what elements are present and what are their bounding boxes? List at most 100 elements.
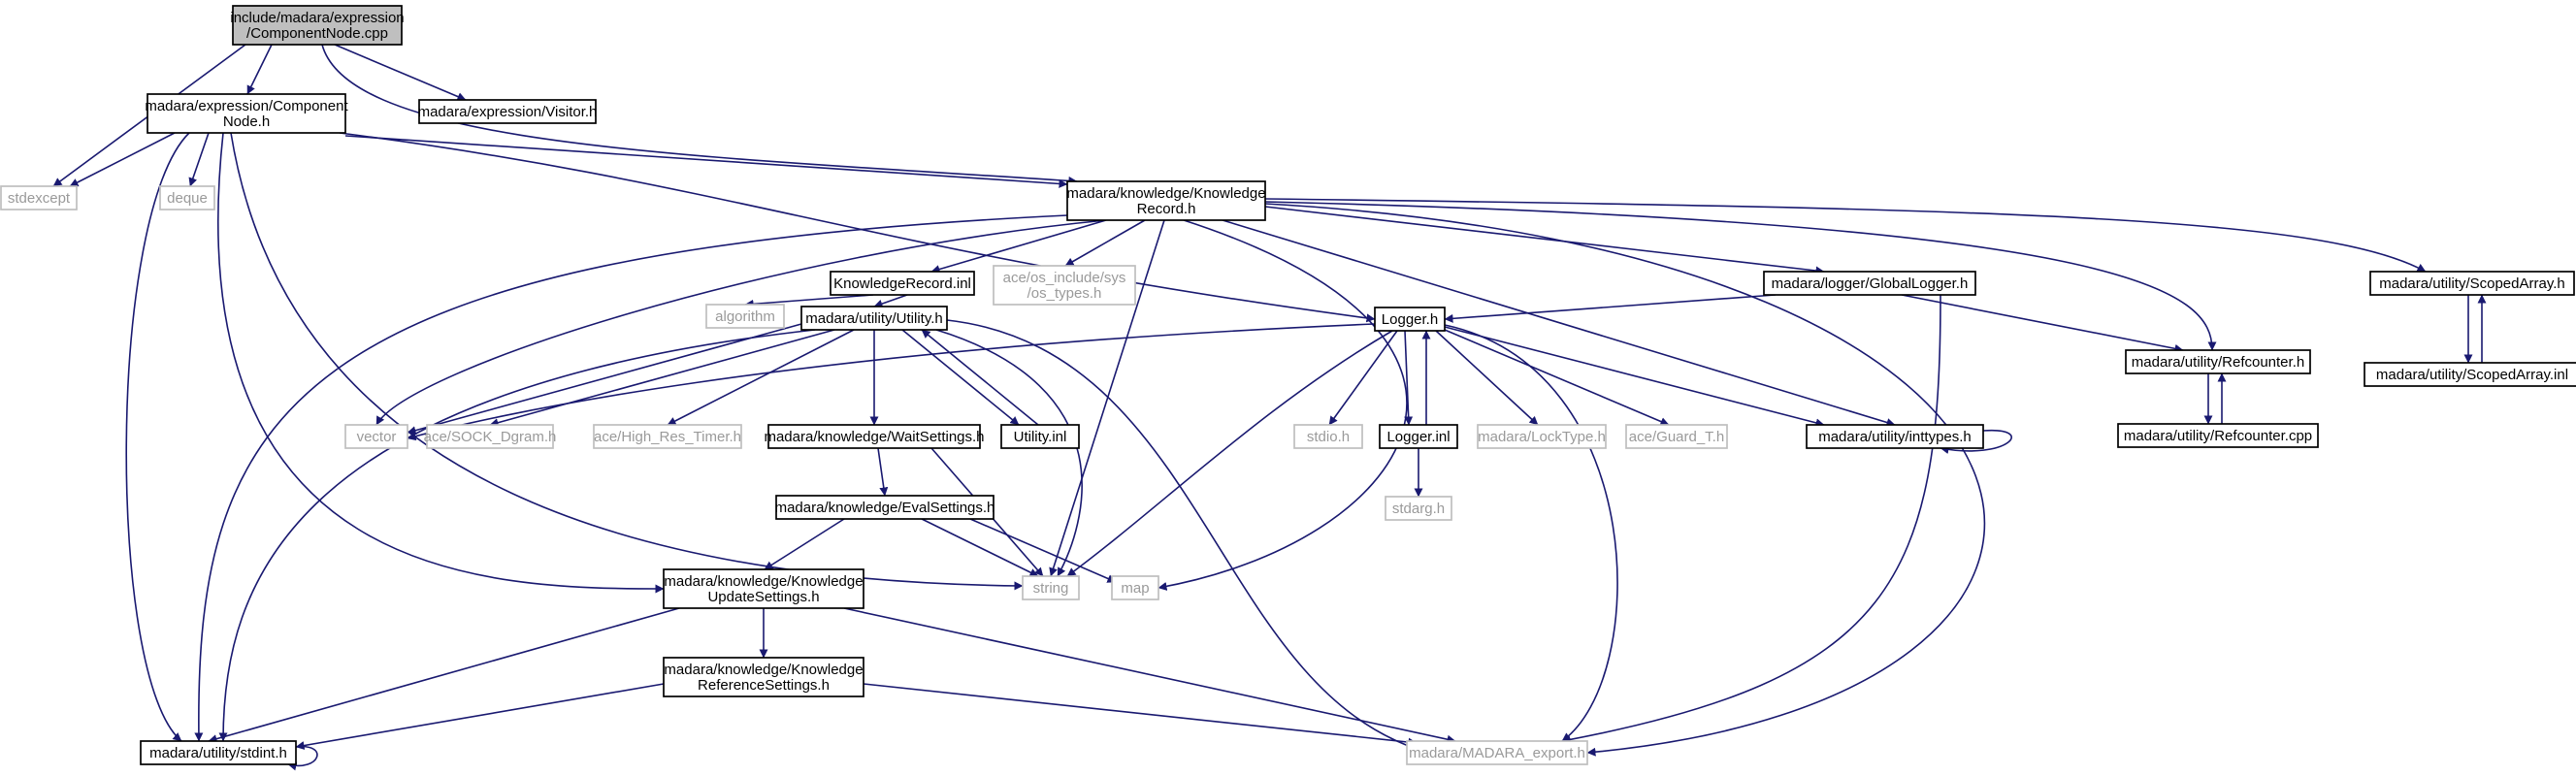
node-guardt: ace/Guard_T.h — [1625, 424, 1728, 449]
node-box-deque — [159, 185, 215, 210]
node-box-refcountercpp — [2117, 423, 2319, 448]
node-root[interactable]: include/madara/expression/ComponentNode.… — [230, 5, 405, 46]
edge-loggerh-to-madaraexport — [1444, 324, 1618, 742]
node-box-refcounterh — [2125, 349, 2311, 374]
edge-refsettings-to-stdinth — [295, 683, 665, 750]
node-label-ostypes-line-1: ace/os_include/sys — [1003, 270, 1126, 286]
node-refsettings[interactable]: madara/knowledge/KnowledgeReferenceSetti… — [663, 657, 864, 697]
node-utilityinl[interactable]: Utility.inl — [1000, 424, 1080, 449]
edge-krh-to-krinl — [930, 219, 1107, 274]
node-box-inttypes — [1806, 424, 1984, 449]
node-label-utilityh: madara/utility/Utility.h — [805, 310, 942, 327]
edge-cnh-to-string — [230, 132, 1024, 591]
node-label-ostypes-line-2: /os_types.h — [1027, 285, 1102, 302]
edge-updatesettings-to-stdinth — [208, 607, 680, 744]
edge-globallogger-to-loggerh — [1444, 294, 1777, 323]
node-box-loggerinl — [1379, 424, 1458, 449]
node-string: string — [1022, 575, 1080, 600]
edge-cnh-to-updatesettings — [217, 132, 665, 594]
node-box-vector — [344, 424, 408, 449]
node-label-utilityinl: Utility.inl — [1014, 429, 1067, 445]
node-box-krinl — [830, 271, 975, 296]
node-inttypes[interactable]: madara/utility/inttypes.h — [1806, 424, 1984, 449]
node-box-algorithm — [705, 304, 785, 329]
edges-layer — [52, 44, 2487, 771]
node-cnh[interactable]: madara/expression/ComponentNode.h — [145, 93, 348, 134]
edge-krh-to-ostypes — [1064, 219, 1146, 267]
edge-root-to-cnh — [246, 44, 273, 95]
node-scopedarrayh[interactable]: madara/utility/ScopedArray.h — [2369, 271, 2575, 296]
edge-updatesettings-to-madaraexport — [843, 607, 1456, 744]
node-label-stdioh: stdio.h — [1307, 429, 1350, 445]
node-label-algorithm: algorithm — [715, 308, 775, 325]
node-box-scopedarrayinl — [2364, 362, 2576, 387]
node-box-madaraexport — [1406, 740, 1588, 765]
node-label-guardt: ace/Guard_T.h — [1629, 429, 1724, 445]
node-box-krh — [1066, 180, 1266, 221]
node-box-stdexcept — [0, 185, 78, 210]
edge-utilityh-to-vector — [407, 323, 802, 436]
node-label-cnh-line-1: madara/expression/Component — [145, 98, 348, 114]
node-box-loggerh — [1374, 307, 1446, 332]
node-label-waitsettings: madara/knowledge/WaitSettings.h — [764, 429, 984, 445]
edge-utilityh-to-hrtimer — [667, 329, 855, 426]
node-label-evalsettings: madara/knowledge/EvalSettings.h — [775, 500, 995, 516]
node-label-deque: deque — [167, 190, 208, 207]
edge-krinl-to-algorithm — [744, 294, 874, 308]
edge-krh-to-scopedarrayh — [1264, 198, 2427, 273]
edge-krh-to-madaraexport — [1264, 203, 1986, 757]
edge-utilityh-to-sockdgram — [489, 329, 835, 428]
node-label-cnh-line-2: Node.h — [223, 113, 270, 130]
node-evalsettings[interactable]: madara/knowledge/EvalSettings.h — [775, 495, 995, 520]
node-globallogger[interactable]: madara/logger/GlobalLogger.h — [1763, 271, 1976, 296]
edge-krh-to-inttypes — [1222, 219, 1896, 427]
node-box-utilityinl — [1000, 424, 1080, 449]
node-scopedarrayinl[interactable]: madara/utility/ScopedArray.inl — [2364, 362, 2576, 387]
node-sockdgram: ace/SOCK_Dgram.h — [424, 424, 557, 449]
edge-loggerh-to-inttypes — [1444, 326, 1825, 428]
node-label-refcountercpp: madara/utility/Refcounter.cpp — [2124, 428, 2312, 444]
node-box-locktype — [1477, 424, 1607, 449]
node-utilityh[interactable]: madara/utility/Utility.h — [800, 306, 948, 331]
edge-loggerh-to-string — [1066, 330, 1393, 577]
edge-krh-to-refcounterh — [1264, 201, 2217, 351]
node-box-root — [232, 5, 403, 46]
node-label-madaraexport: madara/MADARA_export.h — [1409, 745, 1585, 761]
node-visitor[interactable]: madara/expression/Visitor.h — [418, 99, 598, 124]
node-label-stdargh: stdarg.h — [1392, 501, 1445, 517]
node-label-map: map — [1121, 580, 1149, 597]
node-label-krh-line-1: madara/knowledge/Knowledge — [1066, 185, 1265, 202]
node-loggerh[interactable]: Logger.h — [1374, 307, 1446, 332]
edge-utilityinl-to-utilityh — [921, 329, 1039, 426]
node-box-stdargh — [1385, 496, 1452, 521]
node-updatesettings[interactable]: madara/knowledge/KnowledgeUpdateSettings… — [663, 568, 864, 609]
node-box-sockdgram — [426, 424, 554, 449]
node-krh[interactable]: madara/knowledge/KnowledgeRecord.h — [1066, 180, 1266, 221]
node-box-string — [1022, 575, 1080, 600]
node-label-stdexcept: stdexcept — [8, 190, 71, 207]
edge-utilityh-to-utilityinl — [901, 329, 1020, 426]
node-box-visitor — [418, 99, 597, 124]
node-label-visitor: madara/expression/Visitor.h — [418, 104, 598, 120]
node-loggerinl[interactable]: Logger.inl — [1379, 424, 1458, 449]
node-box-utilityh — [800, 306, 948, 331]
edge-waitsettings-to-evalsettings — [877, 447, 889, 497]
node-refcounterh[interactable]: madara/utility/Refcounter.h — [2125, 349, 2311, 374]
node-waitsettings[interactable]: madara/knowledge/WaitSettings.h — [764, 424, 985, 449]
node-refcountercpp[interactable]: madara/utility/Refcounter.cpp — [2117, 423, 2319, 448]
node-box-waitsettings — [767, 424, 981, 449]
node-krinl[interactable]: KnowledgeRecord.inl — [830, 271, 975, 296]
edge-root-to-visitor — [334, 44, 467, 101]
node-label-scopedarrayinl: madara/utility/ScopedArray.inl — [2376, 367, 2568, 383]
edge-evalsettings-to-string — [921, 518, 1039, 577]
node-box-map — [1111, 575, 1159, 600]
node-label-updatesettings-line-2: UpdateSettings.h — [707, 589, 819, 605]
node-map: map — [1111, 575, 1159, 600]
edge-loggerh-to-loggerinl — [1404, 330, 1414, 426]
node-label-inttypes: madara/utility/inttypes.h — [1818, 429, 1972, 445]
node-label-refsettings-line-1: madara/knowledge/Knowledge — [664, 662, 863, 678]
node-label-sockdgram: ace/SOCK_Dgram.h — [424, 429, 557, 445]
edge-krh-to-vector — [375, 219, 1107, 426]
node-label-vector: vector — [357, 429, 397, 445]
node-stdinth[interactable]: madara/utility/stdint.h — [140, 740, 297, 765]
